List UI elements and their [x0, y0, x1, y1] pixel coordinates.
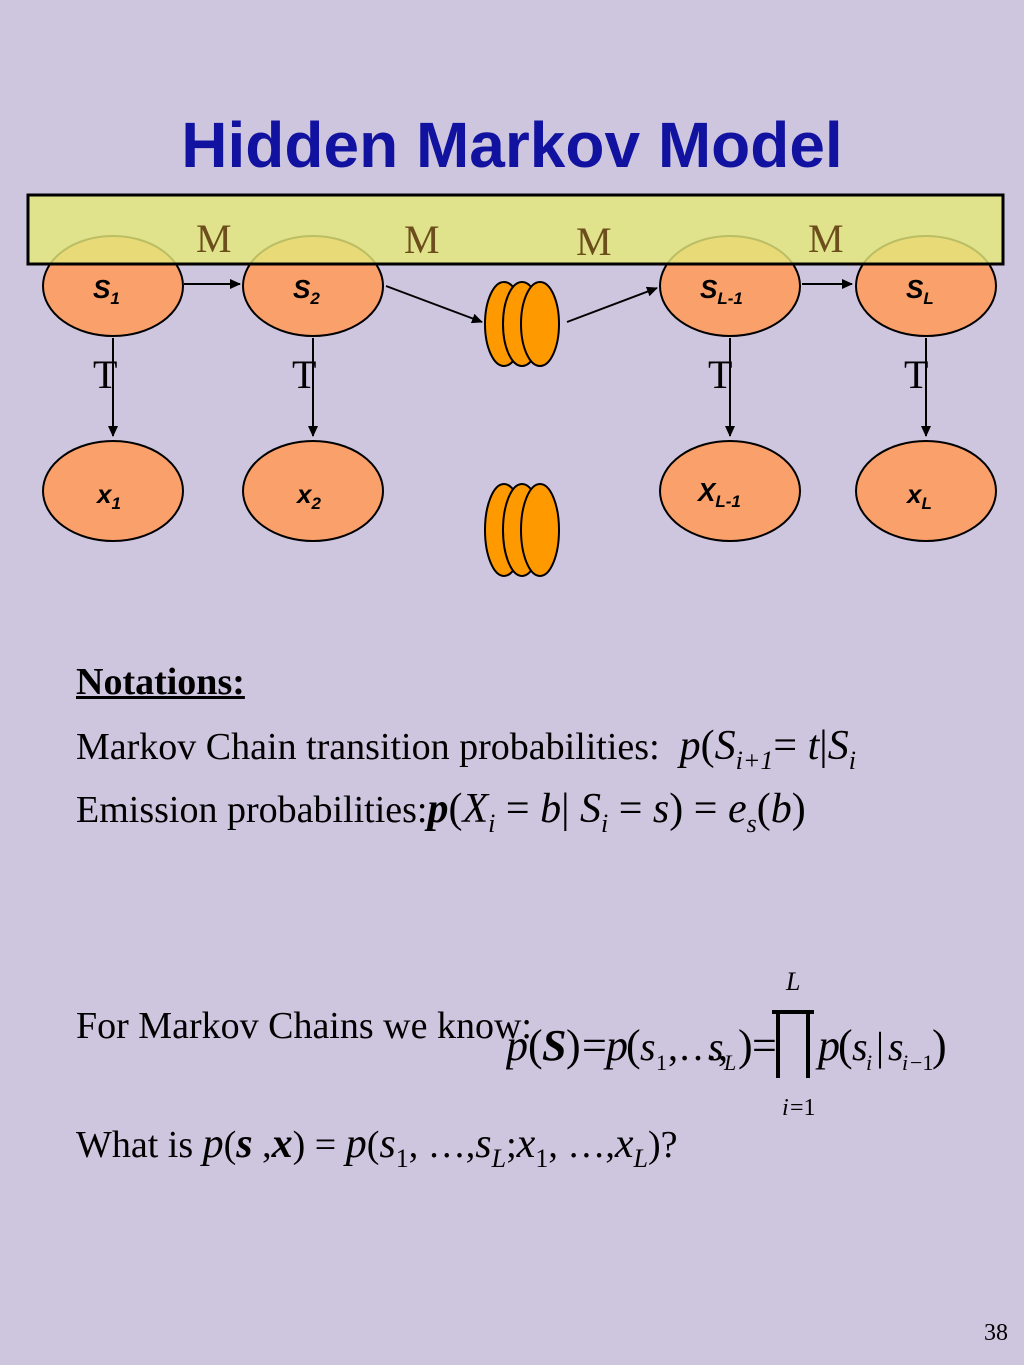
observation-node-1	[42, 440, 184, 542]
transition-band	[26, 193, 1005, 266]
transition-prob-label: Markov Chain transition probabilities:	[76, 726, 660, 768]
ellipsis-stack-states	[484, 281, 560, 367]
svg-text:p: p	[506, 1021, 528, 1070]
svg-text:−1: −1	[910, 1050, 933, 1075]
observation-label: x2	[295, 479, 321, 513]
svg-text:(: (	[626, 1021, 641, 1070]
state-label: SL	[906, 274, 934, 308]
notations-heading: Notations:	[76, 661, 245, 703]
question-label: What is	[76, 1124, 194, 1166]
emission-prob-formula: p(Xi = b| Si = s) = es(b)	[427, 786, 806, 838]
observation-label: XL-1	[696, 477, 741, 511]
transition-label-m: M	[808, 216, 844, 261]
svg-text:(: (	[838, 1021, 853, 1070]
svg-text:i: i	[902, 1050, 908, 1075]
svg-text:i: i	[782, 1095, 789, 1121]
transition-label-m: M	[576, 219, 612, 264]
transition-label-m: M	[404, 217, 440, 262]
observation-node-3	[659, 440, 801, 542]
joint-probability-formula: p(s ,x) = p(s1, …,sL;x1, …,xL)?	[202, 1121, 678, 1173]
svg-text:i: i	[866, 1050, 872, 1075]
slide-title: Hidden Markov Model	[181, 109, 843, 181]
state-label: SL-1	[700, 274, 743, 308]
svg-text:s: s	[708, 1024, 724, 1069]
transition-arrow	[566, 286, 658, 323]
state-label: S1	[93, 274, 120, 308]
observation-node-2	[242, 440, 384, 542]
svg-text:p: p	[603, 1021, 628, 1070]
svg-text:=: =	[752, 1021, 777, 1070]
transition-label-m: M	[196, 216, 232, 261]
svg-text:,…,: ,…,	[668, 1024, 728, 1069]
svg-text:(: (	[528, 1021, 543, 1070]
transition-prob-formula: p(Si+1= t|Si	[669, 723, 856, 775]
emission-label-t: T	[708, 352, 732, 397]
ellipsis-stack-observations	[484, 483, 560, 577]
svg-text:1: 1	[656, 1050, 667, 1075]
emission-prob-label: Emission probabilities:	[76, 789, 428, 831]
svg-text:s: s	[852, 1024, 868, 1069]
emission-label-t: T	[904, 352, 928, 397]
joint-probability-question: What is p(s ,x) = p(s1, …,sL;x1, …,xL)?	[76, 1120, 677, 1174]
svg-text:L: L	[785, 967, 800, 996]
svg-text:=1: =1	[790, 1095, 816, 1121]
svg-text:p: p	[815, 1021, 840, 1070]
svg-text:): )	[932, 1021, 947, 1070]
markov-chain-formula: p ( S ) = p ( s 1 ,…, s L ) = L i =1 p (…	[506, 967, 947, 1121]
emission-prob-line: Emission probabilities:p(Xi = b| Si = s)…	[76, 785, 806, 839]
state-label: S2	[293, 274, 320, 308]
transition-prob-line: Markov Chain transition probabilities: p…	[76, 722, 856, 776]
svg-text:=: =	[582, 1021, 607, 1070]
svg-text:): )	[566, 1021, 581, 1070]
svg-text:|: |	[876, 1024, 884, 1069]
svg-text:s: s	[640, 1024, 656, 1069]
page-number: 38	[984, 1320, 1008, 1346]
observation-node-4	[855, 440, 997, 542]
hmm-diagram: M M M M S1 S2 SL-1 SL T T T T x1 x2 XL-1…	[26, 193, 1005, 577]
observation-label: x1	[95, 479, 121, 513]
transition-arrow	[385, 285, 483, 324]
svg-text:S: S	[542, 1021, 566, 1070]
svg-text:s: s	[888, 1024, 904, 1069]
markov-chain-statement: For Markov Chains we know:	[76, 1005, 532, 1047]
svg-text:L: L	[723, 1050, 736, 1075]
svg-text:): )	[738, 1021, 753, 1070]
observation-label: xL	[905, 479, 932, 513]
